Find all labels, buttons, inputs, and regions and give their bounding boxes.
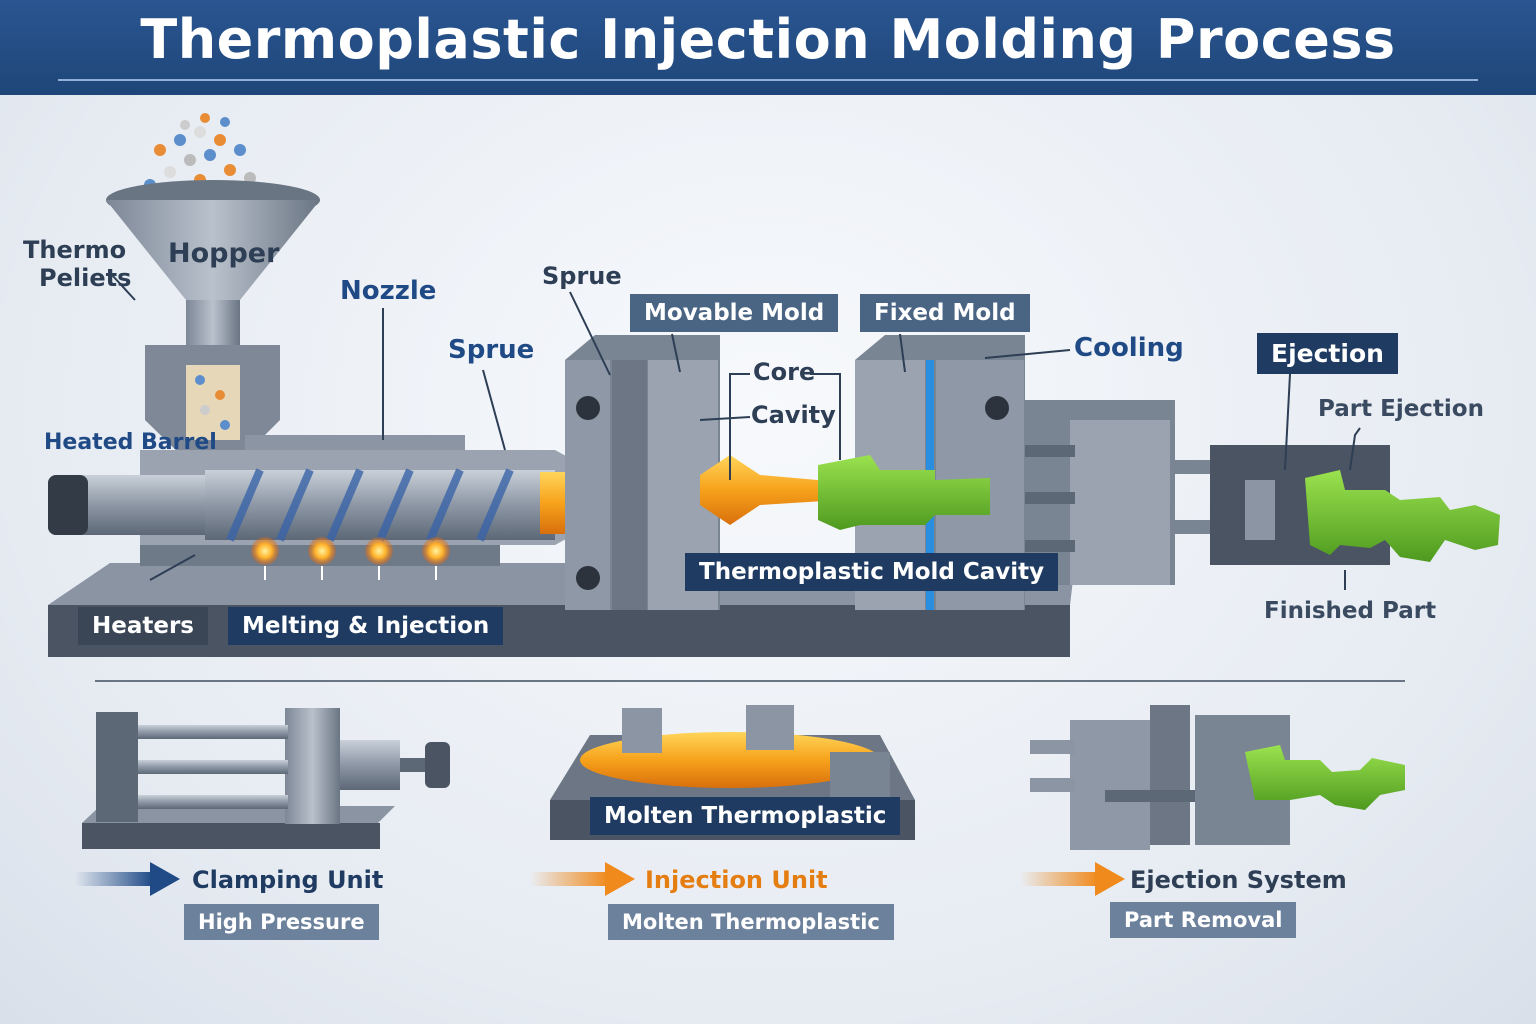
- mold-cavity-label: Thermoplastic Mold Cavity: [685, 553, 1059, 591]
- finished-part-label: Finished Part: [1264, 598, 1437, 624]
- ejection-system-illustration: [1030, 705, 1405, 850]
- hopper-label: Hopper: [168, 238, 280, 269]
- title-rule: [58, 79, 1478, 81]
- movable-mold-label: Movable Mold: [630, 294, 839, 332]
- sprue-label: Sprue: [448, 335, 535, 365]
- thermo-pellets: [144, 113, 271, 196]
- stage-3-name: Ejection System: [1130, 866, 1347, 894]
- melting-injection-label: Melting & Injection: [228, 607, 504, 645]
- core-label: Core: [753, 358, 816, 386]
- heaters-label: Heaters: [78, 607, 208, 645]
- heated-barrel-label: Heated Barrel: [44, 430, 217, 455]
- molten-flow: [700, 455, 840, 525]
- part-ejection-label: Part Ejection: [1318, 396, 1484, 422]
- molded-part: [818, 455, 990, 530]
- stage-1-sub: High Pressure: [184, 904, 379, 940]
- stage-2-sub: Molten Thermoplastic: [608, 904, 894, 940]
- page-title: Thermoplastic Injection Molding Process: [140, 8, 1396, 71]
- cavity-label: Cavity: [751, 401, 836, 429]
- cooling-label: Cooling: [1074, 333, 1184, 363]
- stage-arrows: [75, 862, 1125, 896]
- stage-2-name: Injection Unit: [645, 866, 828, 894]
- finished-part-shape: [1305, 470, 1500, 562]
- clamping-unit-illustration: [82, 708, 450, 849]
- molten-thermoplastic-label: Molten Thermoplastic: [590, 797, 901, 835]
- sprue-top-label: Sprue: [542, 262, 622, 290]
- thermo-pellets-label-2: Peliets: [39, 264, 132, 292]
- fixed-mold-label: Fixed Mold: [860, 294, 1030, 332]
- nozzle-label: Nozzle: [340, 276, 437, 306]
- ejection-label: Ejection: [1257, 333, 1398, 374]
- title-bar: [0, 0, 1536, 95]
- stage-1-name: Clamping Unit: [192, 866, 384, 894]
- stage-3-sub: Part Removal: [1110, 902, 1297, 938]
- leader-lines: [111, 274, 1361, 590]
- hopper: [106, 180, 320, 460]
- thermo-pellets-label-1: Thermo: [23, 236, 127, 264]
